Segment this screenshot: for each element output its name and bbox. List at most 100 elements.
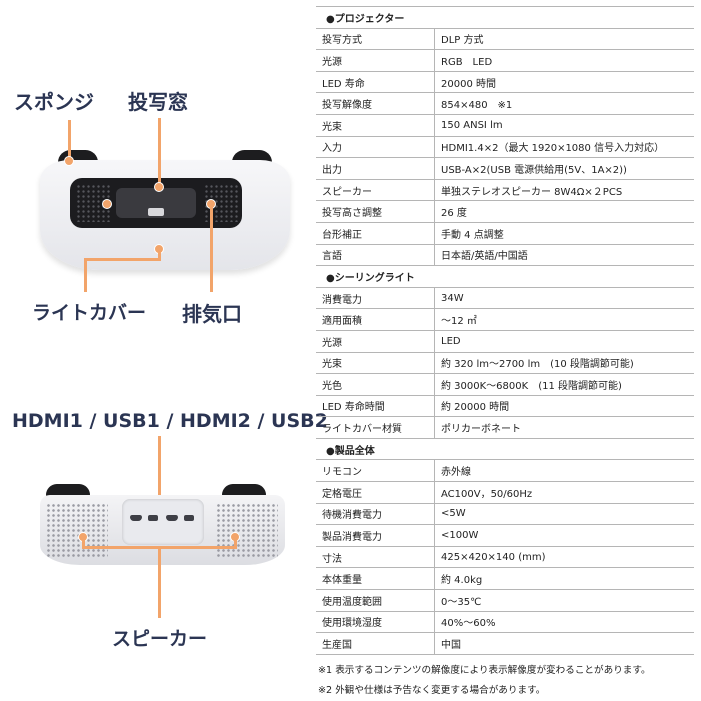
section-header-row: ●製品全体 [316, 438, 694, 461]
spec-label: 入力 [316, 136, 435, 159]
lens-icon [148, 208, 164, 216]
spec-row: 光束約 320 lm～2700 lm (10 段階調節可能) [316, 352, 694, 375]
ports-leader-line [158, 436, 161, 508]
spec-label: 出力 [316, 157, 435, 180]
light-cover-leader-v [158, 248, 161, 260]
spec-row: LED 寿命時間約 20000 時間 [316, 395, 694, 418]
spec-label: 生産国 [316, 632, 435, 655]
spec-value: 425×420×140 (mm) [434, 546, 694, 569]
spec-value: 単独ステレオスピーカー 8W4Ω×２PCS [434, 179, 694, 202]
spec-value: ポリカーボネート [434, 416, 694, 439]
spec-value: 赤外線 [434, 459, 694, 483]
spec-value: AC100V，50/60Hz [434, 481, 694, 504]
section-header-row: ●プロジェクター [316, 6, 694, 29]
section-title: ●プロジェクター [316, 6, 694, 29]
left-vent-marker-dot [102, 199, 112, 209]
hdmi2-port-icon [166, 515, 178, 521]
spec-row: 光色約 3000K～6800K (11 段階調節可能) [316, 373, 694, 396]
light-cover-leader-h [84, 258, 161, 261]
spec-value: RGB LED [434, 49, 694, 72]
usb2-port-icon [184, 515, 194, 521]
callout-sponge: スポンジ [14, 90, 94, 114]
spec-value: 手動 4 点調整 [434, 222, 694, 245]
section-title: ●製品全体 [316, 438, 694, 461]
spec-value: 日本語/英語/中国語 [434, 244, 694, 267]
lens-housing [116, 188, 196, 218]
spec-value: DLP 方式 [434, 28, 694, 51]
spec-value: 20000 時間 [434, 71, 694, 94]
spec-label: 使用環境湿度 [316, 611, 435, 634]
bottom-right-pad [222, 484, 266, 498]
spec-label: 台形補正 [316, 222, 435, 245]
footnote: ※2 外観や仕様は予告なく変更する場合があります。 [318, 684, 546, 696]
spec-row: 適用面積～12 ㎡ [316, 308, 694, 331]
spec-label: 投写高さ調整 [316, 200, 435, 223]
ceiling-light-device-side [40, 495, 285, 565]
spec-value: 約 3000K～6800K (11 段階調節可能) [434, 373, 694, 396]
spec-row: 待機消費電力<5W [316, 503, 694, 526]
spec-label: リモコン [316, 459, 435, 483]
speaker-leader-left-v [82, 536, 85, 548]
spec-row: 本体重量約 4.0kg [316, 567, 694, 591]
spec-value: 約 20000 時間 [434, 395, 694, 418]
spec-value: <100W [434, 524, 694, 547]
spec-value: ～12 ㎡ [434, 308, 694, 331]
spec-label: 寸法 [316, 546, 435, 569]
spec-label: 投写解像度 [316, 92, 435, 115]
sponge-leader-line [68, 120, 71, 160]
spec-label: 光源 [316, 49, 435, 72]
callout-exhaust: 排気口 [182, 302, 242, 326]
callout-speaker: スピーカー [112, 628, 208, 650]
spec-label: 光色 [316, 373, 435, 396]
spec-value: 中国 [434, 632, 694, 655]
window-leader-line [158, 118, 161, 184]
spec-label: LED 寿命時間 [316, 395, 435, 418]
spec-label: スピーカー [316, 179, 435, 202]
spec-label: 光束 [316, 114, 435, 137]
speaker-leader-right-v [234, 536, 237, 548]
spec-label: 使用温度範囲 [316, 589, 435, 612]
spec-value: 854×480 ※1 [434, 92, 694, 115]
exhaust-leader-line [210, 204, 213, 292]
port-panel [122, 499, 204, 545]
bottom-left-pad [46, 484, 90, 498]
spec-label: 定格電圧 [316, 481, 435, 504]
spec-label: 本体重量 [316, 567, 435, 591]
spec-row: 台形補正手動 4 点調整 [316, 222, 694, 245]
footnote: ※1 表示するコンテンツの解像度により表示解像度が変わることがあります。 [318, 664, 651, 676]
spec-row: 言語日本語/英語/中国語 [316, 244, 694, 267]
spec-value: 34W [434, 287, 694, 310]
section-header-row: ●シーリングライト [316, 265, 694, 288]
spec-label: 消費電力 [316, 287, 435, 310]
spec-value: LED [434, 330, 694, 353]
spec-label: 投写方式 [316, 28, 435, 51]
spec-label: 適用面積 [316, 308, 435, 331]
callout-ports: HDMI1 / USB1 / HDMI2 / USB2 [12, 410, 328, 432]
spec-row: 生産国中国 [316, 632, 694, 655]
spec-value: <5W [434, 503, 694, 526]
spec-label: 待機消費電力 [316, 503, 435, 526]
spec-label: 製品消費電力 [316, 524, 435, 547]
spec-label: ライトカバー材質 [316, 416, 435, 439]
spec-value: 40%～60% [434, 611, 694, 634]
spec-row: リモコン赤外線 [316, 459, 694, 483]
spec-value: 150 ANSI lm [434, 114, 694, 137]
product-illustration-panel: スポンジ 投写窓 ライトカバー 排気口 HDMI1 / USB1 / HDMI2… [0, 0, 328, 701]
spec-label: 光束 [316, 352, 435, 375]
speaker-leader-drop [158, 546, 161, 618]
spec-value: HDMI1.4×2（最大 1920×1080 信号入力対応） [434, 136, 694, 159]
hdmi1-port-icon [130, 515, 142, 521]
